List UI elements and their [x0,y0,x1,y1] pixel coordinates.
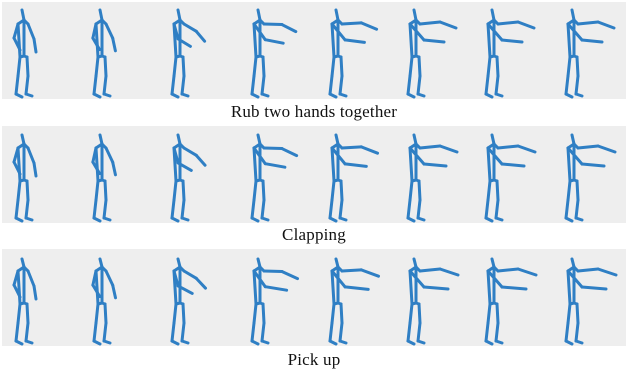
action-strip-rub-hands [2,2,626,99]
caption-rub-hands: Rub two hands together [0,102,628,122]
skeleton-frame [252,135,297,221]
skeleton-frame [252,259,298,344]
skeleton-frame [14,259,36,344]
action-strip-clapping [2,126,626,223]
skeleton-sequence-clapping [2,126,626,223]
skeleton-frame [172,135,205,221]
skeleton-frame [566,10,614,97]
skeleton-frame [93,135,116,221]
skeleton-frame [172,10,205,97]
skeleton-frame [172,259,206,344]
skeleton-frame [486,135,535,221]
skeleton-frame [408,135,457,221]
skeleton-frame [330,10,377,97]
skeleton-frame [330,259,379,344]
skeleton-frame [14,10,36,97]
caption-pick-up: Pick up [0,350,628,370]
skeleton-frame [93,10,116,97]
caption-clapping: Clapping [0,225,628,245]
skeleton-frame [14,135,36,221]
skeleton-frame [330,135,378,221]
skeleton-frame [252,10,296,97]
skeleton-frame [566,259,616,344]
skeleton-sequence-pick-up [2,249,626,346]
skeleton-frame [93,259,116,344]
skeleton-frame [566,135,615,221]
skeleton-frame [486,10,534,97]
skeleton-frame [408,259,458,344]
skeleton-sequence-rub-hands [2,2,626,99]
skeleton-frame [408,10,456,97]
action-strip-pick-up [2,249,626,346]
skeleton-frame [486,259,536,344]
